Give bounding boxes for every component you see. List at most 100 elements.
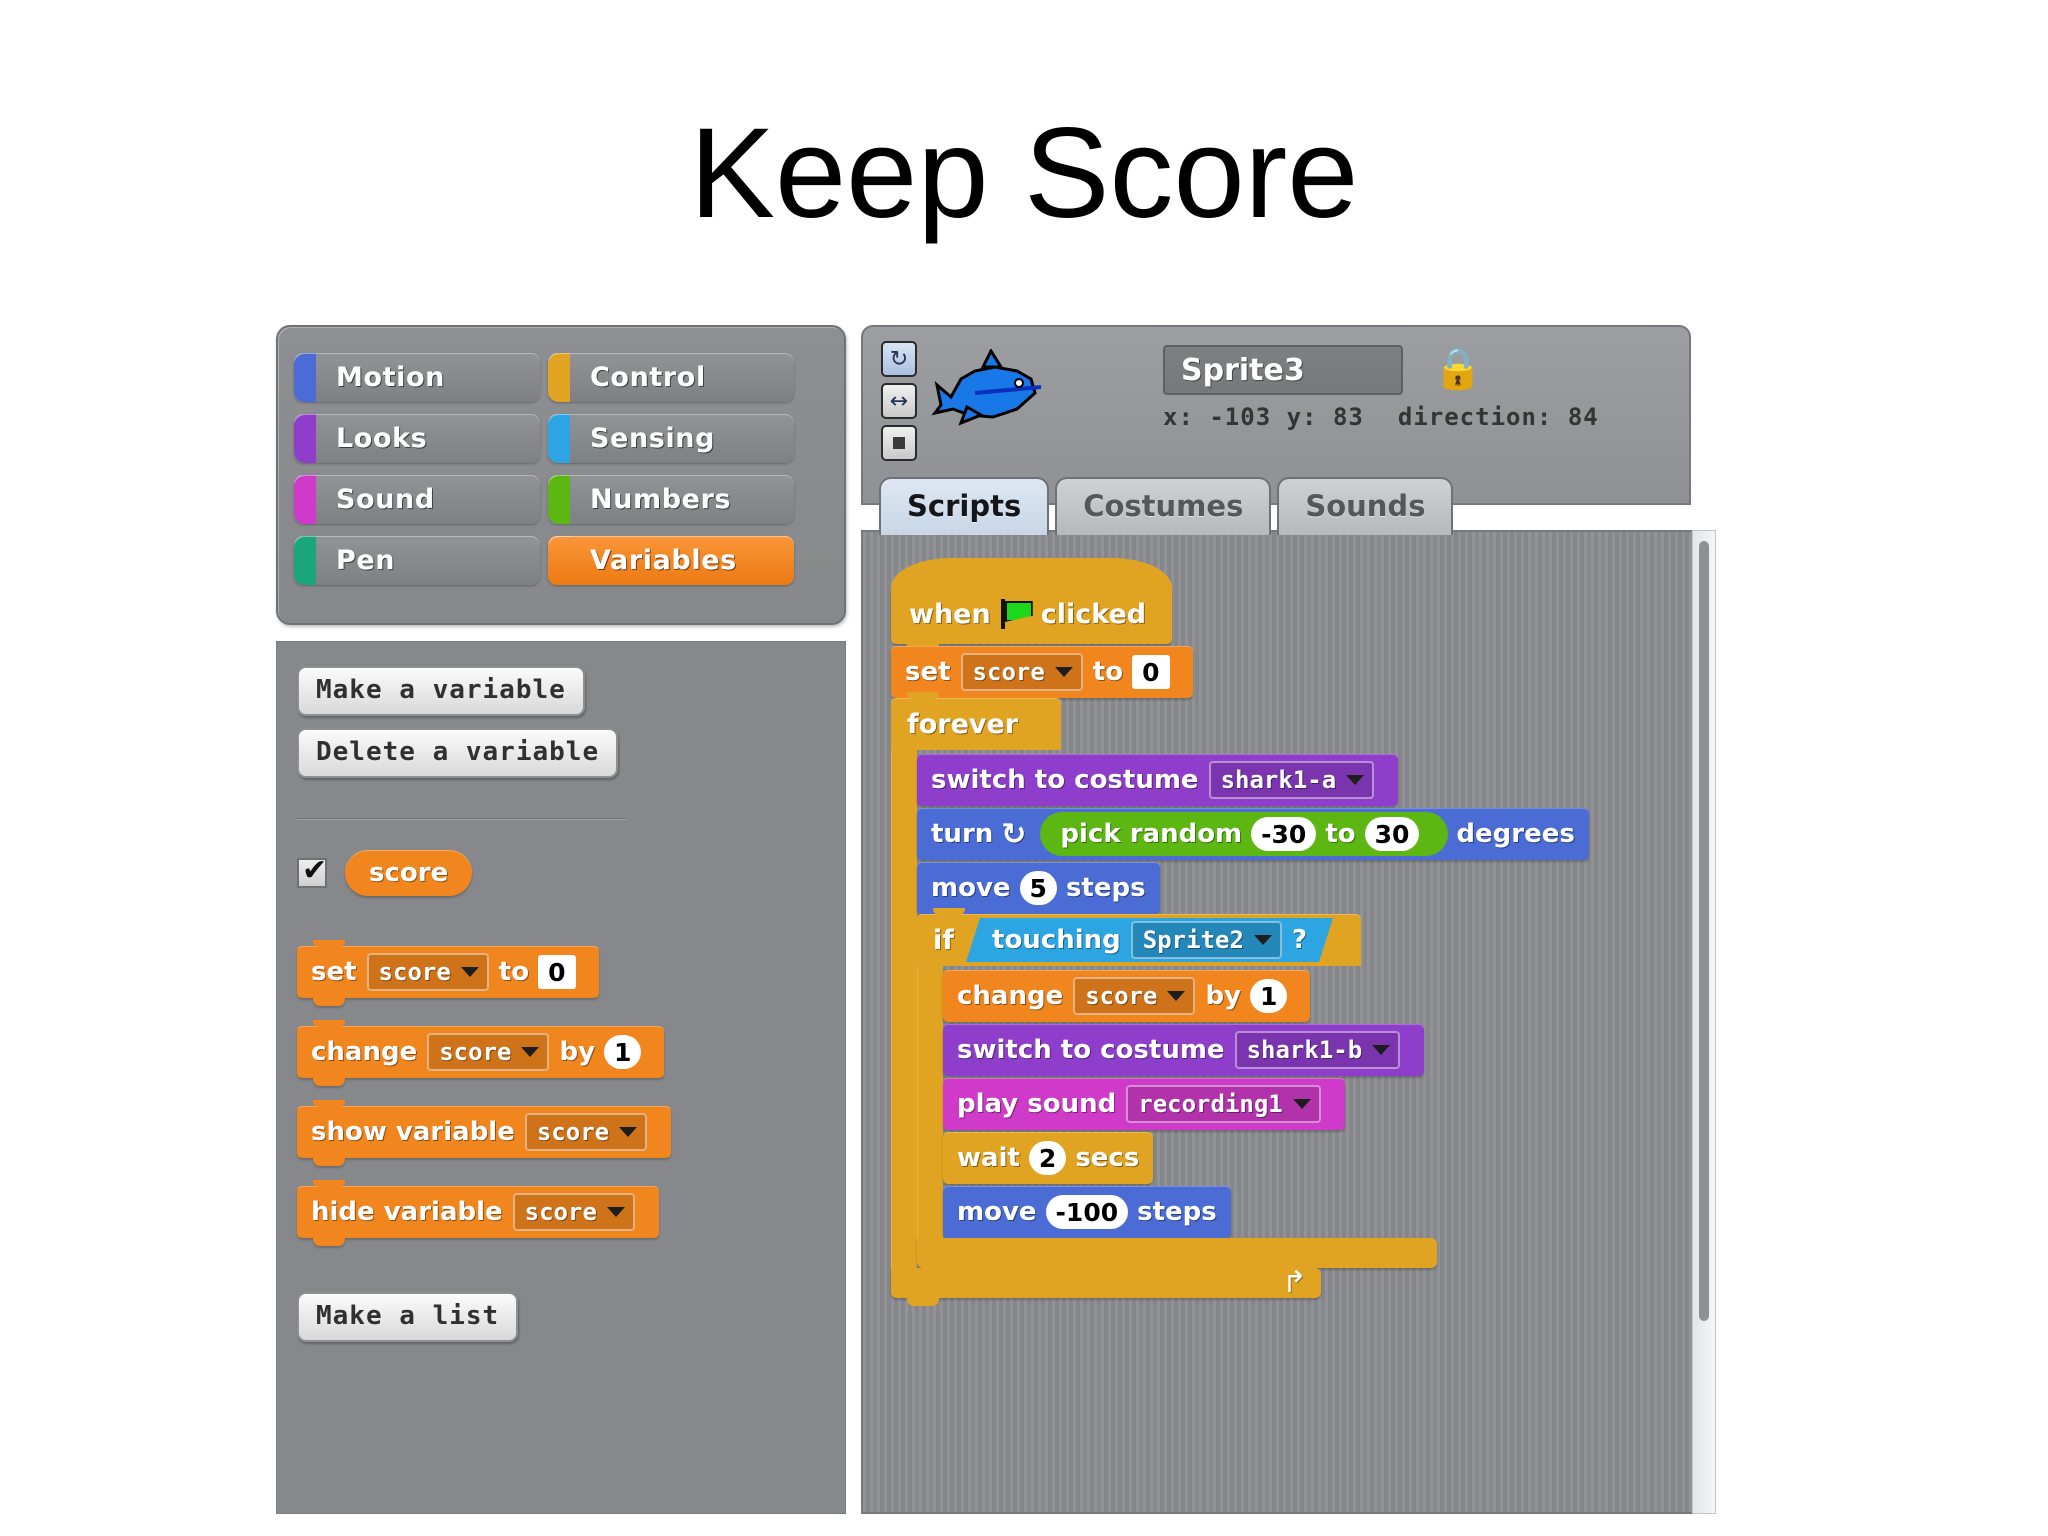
category-label: Sensing (590, 423, 716, 454)
costume-dropdown[interactable]: shark1-b (1234, 1031, 1401, 1069)
lock-icon[interactable]: 🔒 (1433, 346, 1483, 392)
sprite-thumbnail-shark[interactable] (931, 349, 1051, 429)
category-button-pen[interactable]: Pen (294, 536, 540, 585)
chevron-down-icon (1346, 774, 1365, 785)
palette-block-hide-variable[interactable]: hide variable score (297, 1180, 835, 1246)
change-variable-block[interactable]: change score by 1 (297, 1020, 665, 1086)
palette-block-change-variable[interactable]: change score by 1 (297, 1020, 835, 1086)
move-steps-block[interactable]: move -100 steps (943, 1186, 1231, 1238)
dropdown-value: score (378, 957, 451, 986)
play-sound-keyword: play sound (957, 1089, 1117, 1119)
sound-dropdown[interactable]: recording1 (1126, 1085, 1321, 1123)
variable-dropdown[interactable]: score (1073, 977, 1196, 1015)
numbers-swatch-icon (548, 475, 570, 524)
pick-random-block[interactable]: pick random -30 to 30 (1040, 812, 1449, 856)
category-button-looks[interactable]: Looks (294, 414, 540, 463)
if-header[interactable]: if touching Sprite2 ? (917, 908, 1362, 966)
pick-random-to-input[interactable]: 30 (1364, 817, 1420, 851)
question-mark: ? (1291, 925, 1308, 955)
category-button-control[interactable]: Control (548, 353, 794, 402)
variable-dropdown[interactable]: score (524, 1113, 648, 1151)
change-score-value-input[interactable]: 1 (1250, 979, 1288, 1013)
forever-block[interactable]: forever switch to costume s (891, 692, 1589, 1306)
category-button-variables[interactable]: Variables (548, 536, 794, 585)
category-button-sound[interactable]: Sound (294, 475, 540, 524)
touching-block[interactable]: touching Sprite2 ? (966, 918, 1333, 962)
left-right-flip-icon[interactable]: ↔ (881, 383, 917, 419)
do-not-rotate-icon[interactable] (881, 425, 917, 461)
sprite-info-header: ↻ ↔ Sprite3 🔒 x: (861, 325, 1691, 505)
scripts-canvas[interactable]: when clicked set score to (861, 530, 1716, 1514)
script-stack[interactable]: when clicked set score to (891, 558, 1589, 1306)
x-coordinate: x: -103 y: 83 (1163, 403, 1364, 431)
variable-dropdown[interactable]: score (960, 653, 1083, 691)
change-score-block[interactable]: change score by 1 (943, 970, 1311, 1022)
move-value-input[interactable]: 5 (1019, 871, 1057, 905)
wait-block[interactable]: wait 2 secs (943, 1132, 1154, 1184)
tab-scripts[interactable]: Scripts (879, 477, 1050, 535)
category-button-numbers[interactable]: Numbers (548, 475, 794, 524)
tab-sounds[interactable]: Sounds (1277, 477, 1454, 535)
make-a-variable-button[interactable]: Make a variable (297, 666, 585, 716)
block-palette-panel[interactable]: Make a variable Delete a variable score … (276, 641, 846, 1514)
chevron-down-icon (619, 1126, 638, 1137)
turn-clockwise-icon: ↻ (1001, 816, 1027, 852)
hide-variable-block[interactable]: hide variable score (297, 1180, 659, 1246)
scrollbar-thumb[interactable] (1699, 541, 1709, 1321)
rotate-all-around-icon[interactable]: ↻ (881, 341, 917, 377)
score-variable-reporter[interactable]: score (345, 850, 473, 896)
category-button-sensing[interactable]: Sensing (548, 414, 794, 463)
pick-random-from-input[interactable]: -30 (1251, 817, 1317, 851)
delete-a-variable-button[interactable]: Delete a variable (297, 728, 619, 778)
steps-label: steps (1065, 873, 1146, 903)
dropdown-value: score (524, 1197, 597, 1226)
sprite-coordinates: x: -103 y: 83 direction: 84 (1163, 403, 1599, 431)
palette-block-set-variable[interactable]: set score to 0 (297, 940, 835, 1006)
chevron-down-icon (460, 966, 479, 977)
when-keyword: when (909, 598, 991, 630)
variable-dropdown[interactable]: score (366, 953, 489, 991)
looks-swatch-icon (294, 414, 316, 463)
set-variable-block[interactable]: set score to 0 (297, 940, 599, 1006)
if-contents: change score by 1 (943, 966, 1425, 1238)
change-value-input[interactable]: 1 (604, 1035, 642, 1069)
move-neg100-row: move -100 steps (943, 1186, 1424, 1238)
hat-top-shape (891, 558, 1173, 588)
costume-dropdown[interactable]: shark1-a (1208, 761, 1375, 799)
category-button-motion[interactable]: Motion (294, 353, 540, 402)
play-sound-block[interactable]: play sound recording1 (943, 1078, 1345, 1130)
if-block[interactable]: if touching Sprite2 ? (917, 908, 1589, 1276)
when-flag-clicked-hat-block[interactable]: when clicked (891, 558, 1173, 652)
forever-header[interactable]: forever (891, 692, 1061, 750)
touching-target-dropdown[interactable]: Sprite2 (1131, 921, 1282, 959)
set-score-value-input[interactable]: 0 (1132, 655, 1170, 689)
make-a-list-button[interactable]: Make a list (297, 1292, 519, 1342)
y-value: 83 (1332, 403, 1364, 431)
change-keyword: change (311, 1037, 418, 1067)
tab-costumes[interactable]: Costumes (1055, 477, 1272, 535)
score-watcher-checkbox[interactable] (297, 853, 327, 888)
wait-value-input[interactable]: 2 (1028, 1141, 1067, 1175)
category-label: Motion (336, 362, 445, 393)
switch-costume-keyword: switch to costume (931, 765, 1199, 795)
set-score-block[interactable]: set score to 0 (891, 646, 1193, 698)
switch-costume-b-row: switch to costume shark1-b (943, 1024, 1425, 1076)
palette-block-show-variable[interactable]: show variable score (297, 1100, 835, 1166)
switch-costume-block[interactable]: switch to costume shark1-a (917, 754, 1399, 806)
to-keyword: to (1092, 657, 1124, 687)
switch-costume-block[interactable]: switch to costume shark1-b (943, 1024, 1425, 1076)
variable-dropdown[interactable]: score (512, 1193, 635, 1231)
move-value-input[interactable]: -100 (1045, 1195, 1129, 1229)
secs-label: secs (1075, 1143, 1140, 1173)
direction-label: direction: (1397, 403, 1553, 431)
turn-block[interactable]: turn ↻ pick random -30 to 30 d (917, 808, 1589, 860)
sound-swatch-icon (294, 475, 316, 524)
move-steps-block[interactable]: move 5 steps (917, 862, 1160, 914)
sprite-name-field[interactable]: Sprite3 (1163, 345, 1403, 395)
pick-random-keyword: pick random (1060, 819, 1243, 849)
set-value-input[interactable]: 0 (538, 955, 576, 989)
variable-dropdown[interactable]: score (427, 1033, 550, 1071)
scripts-vertical-scrollbar[interactable] (1692, 530, 1716, 1514)
show-variable-block[interactable]: show variable score (297, 1100, 672, 1166)
